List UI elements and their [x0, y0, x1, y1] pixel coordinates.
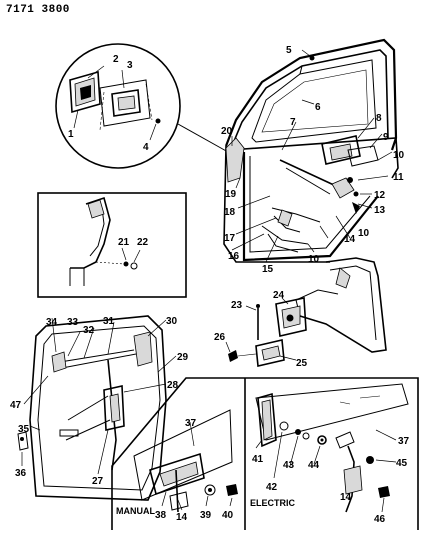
electric-label: ELECTRIC	[250, 498, 296, 508]
callout-1: 1	[68, 129, 74, 140]
screw-icon	[155, 118, 161, 124]
callout-21: 21	[118, 237, 130, 248]
detail-box	[37, 192, 187, 298]
callout-8: 8	[376, 113, 382, 124]
detail-leader	[177, 123, 229, 153]
callout-32: 32	[83, 325, 95, 336]
callout-47: 47	[10, 400, 22, 411]
callout-14b: 14	[176, 512, 188, 523]
callout-46: 46	[374, 514, 386, 525]
manual-label: MANUAL	[116, 506, 155, 516]
callout-34: 34	[46, 317, 58, 328]
callout-13: 13	[374, 205, 386, 216]
callout-41: 41	[252, 454, 264, 465]
callout-12: 12	[374, 190, 386, 201]
callout-25: 25	[296, 358, 308, 369]
callout-9: 9	[383, 132, 389, 143]
callout-17: 17	[224, 233, 236, 244]
callout-40: 40	[222, 510, 234, 521]
callout-30: 30	[166, 316, 178, 327]
window-regulator-diagram: 37 38 14 39 40 MANUAL	[111, 377, 419, 530]
callout-43: 43	[283, 460, 295, 471]
callout-24: 24	[273, 290, 285, 301]
callout-10b: 10	[358, 228, 370, 239]
diagram-code: 7171 3800	[6, 4, 70, 16]
callout-2: 2	[113, 54, 119, 65]
callout-33: 33	[67, 317, 79, 328]
callout-36: 36	[15, 468, 27, 479]
screw-icon	[309, 55, 315, 61]
callout-4: 4	[143, 142, 149, 153]
callout-44: 44	[308, 460, 320, 471]
latch-detail: 23 24 25 26	[214, 257, 387, 369]
callout-19: 19	[225, 189, 237, 200]
callout-20: 20	[221, 126, 233, 137]
callout-28: 28	[167, 380, 179, 391]
inner-handle-detail: 2 3 1 4	[55, 43, 229, 169]
callout-10a: 10	[393, 150, 405, 161]
regulator-box	[111, 377, 419, 530]
callout-18: 18	[224, 207, 236, 218]
callout-14c: 14	[340, 492, 352, 503]
callout-45: 45	[396, 458, 408, 469]
callout-37a: 37	[185, 418, 197, 429]
callout-6: 6	[315, 102, 321, 113]
pillar-detail: 21 22	[37, 192, 187, 298]
callout-27: 27	[92, 476, 104, 487]
callout-38: 38	[155, 510, 167, 521]
callout-15: 15	[262, 264, 274, 275]
callout-16: 16	[228, 251, 240, 262]
electric-regulator: 37 41 42 43 44 45 14 46 ELECTRIC	[250, 383, 410, 525]
callout-14a: 14	[344, 234, 356, 245]
handle-plate	[99, 79, 153, 131]
callout-39: 39	[200, 510, 212, 521]
callout-22: 22	[137, 237, 149, 248]
callout-10c: 10	[308, 254, 320, 265]
callout-26: 26	[214, 332, 226, 343]
callout-23: 23	[231, 300, 243, 311]
callout-5: 5	[286, 45, 292, 56]
callout-35: 35	[18, 424, 30, 435]
callout-7: 7	[290, 117, 296, 128]
callout-31: 31	[103, 316, 115, 327]
callout-42: 42	[266, 482, 278, 493]
handle-bezel	[69, 70, 101, 114]
callout-11: 11	[393, 172, 404, 183]
manual-regulator: 37 38 14 39 40 MANUAL	[116, 409, 238, 523]
door-inner-panel: 34 33 32 31 30 29 28 27 47 35 36	[10, 315, 189, 501]
door-frame-diagram: 5 6 7 8 9 10 11 12 13 14 10 20 19 18 17 …	[221, 38, 405, 275]
detail-circle	[55, 43, 181, 169]
callout-37b: 37	[398, 436, 410, 447]
callout-29: 29	[177, 352, 189, 363]
callout-3: 3	[127, 60, 133, 71]
